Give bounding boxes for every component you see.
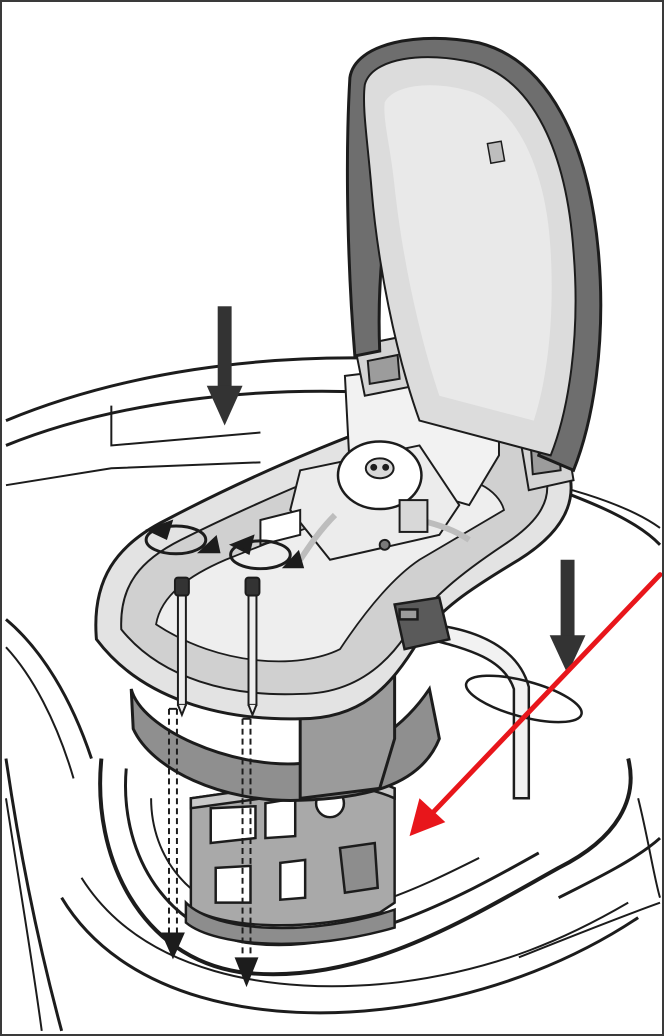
module-side-port — [393, 596, 451, 651]
adapter-base — [184, 899, 396, 946]
housing-left-rim-inner — [5, 646, 75, 779]
insertion-guides — [167, 707, 252, 958]
needle-left — [173, 576, 190, 718]
adapter-slot-bottom-left — [214, 864, 252, 904]
rotate-arrow-icon — [144, 519, 221, 556]
housing-bottom-right-inner — [518, 901, 661, 959]
pump-rotor-hub — [364, 457, 395, 480]
sample-tube — [428, 622, 583, 800]
down-arrow-icon — [161, 932, 185, 960]
needle-right — [244, 576, 261, 718]
housing-right-lower — [637, 798, 661, 898]
module-lid — [345, 36, 603, 473]
housing-left-rim — [5, 618, 93, 760]
pump-screw — [378, 538, 391, 551]
peristaltic-pump — [259, 440, 471, 562]
hinge-left-slot — [366, 353, 401, 385]
sipper-needles — [173, 576, 261, 718]
tube-coupling-ring — [464, 674, 583, 724]
lid-tab — [486, 140, 506, 165]
pump-tubing-left — [297, 512, 338, 562]
callout-arrow-icon — [409, 572, 662, 837]
adapter-slot-middle — [264, 796, 297, 840]
housing-front-curve-inner — [4, 798, 43, 1032]
down-arrow-icon — [234, 957, 259, 988]
pump-hub-dot-b — [382, 463, 390, 471]
adapter-slot-left — [209, 804, 257, 845]
well-outer-rim — [98, 758, 633, 977]
adapter-notch — [338, 841, 380, 895]
housing-top-surface-edge — [5, 389, 380, 447]
housing-bottom-right-curve — [557, 836, 662, 900]
housing-inner-panel — [110, 405, 261, 447]
adapter-slot-bottom-middle — [279, 858, 307, 902]
lid-inner-highlight — [384, 85, 552, 421]
housing-front-curve-outer — [4, 758, 64, 1032]
housing-left-panel — [5, 461, 261, 487]
down-arrow-icon — [549, 559, 586, 675]
down-arrow-icon — [206, 306, 243, 426]
well-front-lip — [60, 896, 639, 1015]
pump-clamp — [398, 499, 429, 533]
pump-bracket — [259, 508, 302, 547]
pump-hub-dot-a — [370, 463, 378, 471]
rotate-arrow-icon — [228, 534, 305, 571]
well-front-lip-inner — [80, 877, 629, 988]
housing-outer-top-edge — [5, 356, 400, 422]
